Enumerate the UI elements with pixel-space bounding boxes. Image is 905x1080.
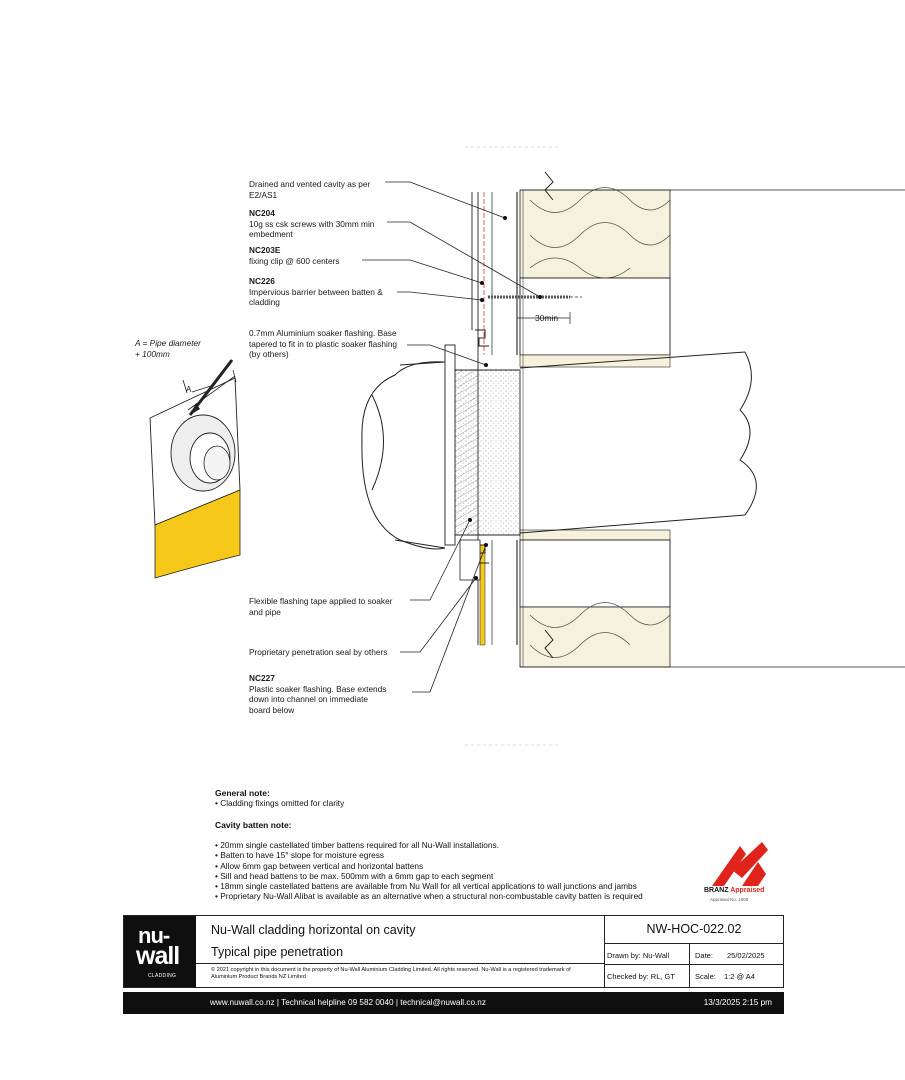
branz-label: BRANZ Appraised xyxy=(704,887,764,894)
branz-logo-icon xyxy=(712,842,768,886)
pipe xyxy=(361,351,757,550)
callout-code: NC226 xyxy=(249,276,275,286)
callout-cavity: Drained and vented cavity as per E2/AS1 xyxy=(249,179,370,200)
general-note-heading: General note: xyxy=(215,788,270,798)
branz-sub: Appraisal No. 1000 xyxy=(710,897,749,902)
divider xyxy=(604,964,784,965)
cavity-note-item: 18mm single castellated battens are avai… xyxy=(215,881,643,891)
pipe-inset xyxy=(149,359,241,579)
cavity-note-item: Sill and head battens to be max. 500mm w… xyxy=(215,871,643,881)
nuwall-logo: nu- wall CLADDING xyxy=(124,916,196,987)
callout-nc226: NC226 Impervious barrier between batten … xyxy=(249,276,383,308)
drawn-by: Drawn by: Nu-Wall xyxy=(607,951,670,960)
title-block: nu- wall CLADDING Nu-Wall cladding horiz… xyxy=(123,915,784,988)
cavity-note-item: 20mm single castellated timber battens r… xyxy=(215,840,643,850)
callout-soaker: 0.7mm Aluminium soaker flashing. Base ta… xyxy=(249,328,397,360)
callout-line: Proprietary penetration seal by others xyxy=(249,647,388,657)
logo-line3: CLADDING xyxy=(148,973,177,979)
pipe-diameter-note: A = Pipe diameter + 100mm xyxy=(135,338,201,359)
cavity-note-item: Proprietary Nu-Wall Alibat is available … xyxy=(215,891,643,901)
cavity-note-list: 20mm single castellated timber battens r… xyxy=(215,840,643,902)
callout-line: 0.7mm Aluminium soaker flashing. Base xyxy=(249,328,397,338)
callout-line: embedment xyxy=(249,229,293,239)
cavity-note-item: Allow 6mm gap between vertical and horiz… xyxy=(215,861,643,871)
pipe-note-line2: + 100mm xyxy=(135,348,170,359)
callout-line: and pipe xyxy=(249,606,281,617)
callout-line: Drained and vented cavity as per xyxy=(249,179,371,189)
callout-nc203e: NC203E fixing clip @ 600 centers xyxy=(249,245,340,266)
drawing-title: Nu-Wall cladding horizontal on cavity xyxy=(211,923,416,937)
branz-appraised: Appraised xyxy=(730,887,765,894)
pipe-note-line1: A = Pipe diameter xyxy=(135,338,201,348)
checked-by: Checked by: RL, GT xyxy=(607,972,675,981)
drawing-code: NW-HOC-022.02 xyxy=(646,922,742,936)
callout-line: tapered to fit in to plastic soaker flas… xyxy=(249,338,398,349)
branz-badge: BRANZ Appraised Appraisal No. 1000 xyxy=(702,840,777,906)
section-drawing xyxy=(149,146,905,746)
callout-line: fixing clip @ 600 centers xyxy=(249,255,340,266)
cavity-note-item: Batten to have 15° slope for moisture eg… xyxy=(215,850,643,860)
logo-line2: wall xyxy=(136,942,180,970)
callout-line: cladding xyxy=(249,297,280,307)
divider xyxy=(604,943,784,944)
callout-seal: Proprietary penetration seal by others xyxy=(249,647,387,658)
callout-code: NC204 xyxy=(249,208,275,218)
callout-line: down into channel on immediate xyxy=(249,694,368,704)
pipe-marker-a: A xyxy=(186,385,192,394)
date-label: Date: xyxy=(695,951,713,960)
dimension-label: 30min xyxy=(535,313,559,323)
general-note-list: Cladding fixings omitted for clarity xyxy=(215,798,344,808)
footer-timestamp: 13/3/2025 2:15 pm xyxy=(703,998,772,1007)
callout-line: Plastic soaker flashing. Base extends xyxy=(249,683,387,694)
logo-line1: nu- xyxy=(138,923,170,948)
callout-tape: Flexible flashing tape applied to soaker… xyxy=(249,596,392,617)
framing-top xyxy=(519,187,905,368)
footer-contact: www.nuwall.co.nz | Technical helpline 09… xyxy=(210,998,486,1007)
date-value: 25/02/2025 xyxy=(727,951,765,960)
divider xyxy=(604,916,605,987)
callout-code: NC203E xyxy=(249,245,281,255)
cavity-note-heading: Cavity batten note: xyxy=(215,820,292,830)
copyright-text: © 2021 copyright in this document is the… xyxy=(211,967,571,980)
leader-lines xyxy=(362,181,541,693)
callout-line: 10g ss csk screws with 30mm min xyxy=(249,218,375,229)
callout-line: Impervious barrier between batten & xyxy=(249,286,383,297)
callout-line: E2/AS1 xyxy=(249,189,278,200)
callout-code: NC227 xyxy=(249,673,275,683)
drawing-subtitle: Typical pipe penetration xyxy=(211,945,344,959)
divider xyxy=(196,963,604,964)
footer-bar: www.nuwall.co.nz | Technical helpline 09… xyxy=(123,992,784,1014)
branz-brand: BRANZ xyxy=(704,887,729,894)
callout-nc204: NC204 10g ss csk screws with 30mm min em… xyxy=(249,208,374,240)
callout-line: board below xyxy=(249,704,295,715)
scale-value: 1:2 @ A4 xyxy=(724,972,755,981)
callout-line: Flexible flashing tape applied to soaker xyxy=(249,596,393,606)
flashing-tape-strip xyxy=(479,544,486,646)
divider xyxy=(689,943,690,987)
framing-bottom xyxy=(519,529,905,668)
callout-nc227: NC227 Plastic soaker flashing. Base exte… xyxy=(249,673,386,715)
scale-label: Scale: xyxy=(695,972,716,981)
general-note-item: Cladding fixings omitted for clarity xyxy=(215,798,344,808)
callout-line: (by others) xyxy=(249,349,289,359)
